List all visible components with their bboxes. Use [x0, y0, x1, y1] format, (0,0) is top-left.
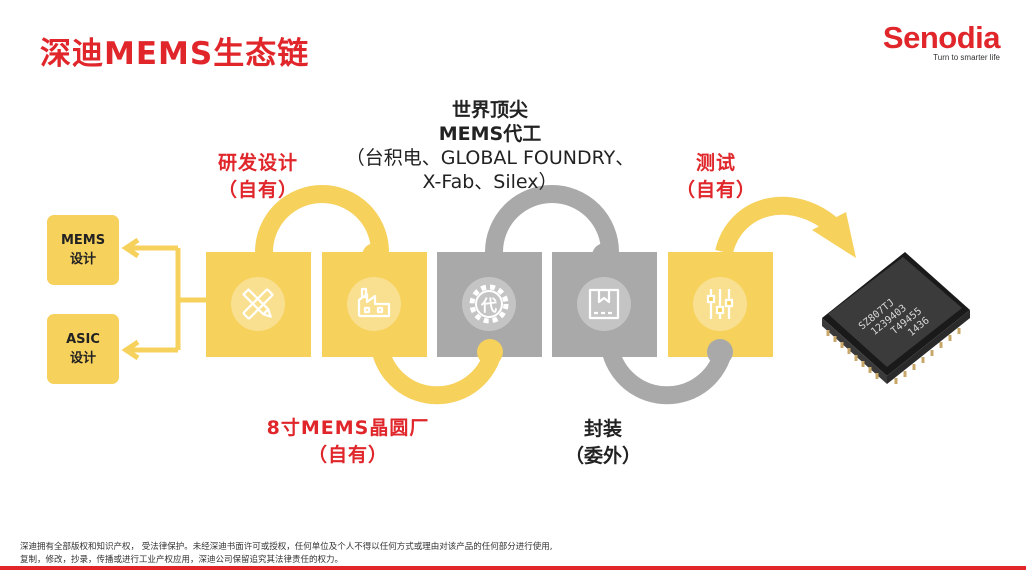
factory-icon [347, 277, 401, 331]
label-foundry-line1: 世界顶尖 [451, 99, 528, 121]
label-fab: 8寸MEMS晶圆厂 （自有） [238, 415, 458, 469]
daigong-icon-text: 代 [480, 296, 497, 315]
label-foundry-line2: MEMS代工 [438, 123, 542, 145]
label-foundry: 世界顶尖 MEMS代工 （台积电、GLOBAL FOUNDRY、 X-Fab、S… [300, 98, 680, 194]
logo-name: Senodia [882, 20, 1001, 55]
arc-fab-to-foundry [371, 346, 503, 405]
copyright-notice: 深迪拥有全部版权和知识产权， 受法律保护。未经深迪书面许可或授权，任何单位及个人… [20, 541, 552, 567]
label-test-line2: （自有） [675, 179, 756, 201]
label-test-line1: 测试 [695, 152, 736, 174]
package-box-icon [577, 277, 631, 331]
asic-design-box: ASIC 设计 [47, 314, 119, 384]
step-box-packaging [552, 252, 657, 357]
label-fab-line1: 8寸MEMS晶圆厂 [266, 417, 430, 439]
copyright-line2: 复制，修改，抄录，传播或进行工业产权应用，深迪公司保留追究其法律责任的权力。 [20, 555, 344, 565]
connector-dot [362, 243, 388, 269]
sliders-icon [693, 277, 747, 331]
asic-design-line2: 设计 [69, 351, 96, 366]
label-test: 测试 （自有） [656, 150, 776, 204]
arc-packaging-to-test [601, 346, 733, 405]
arc-test-to-chip [715, 196, 838, 255]
label-fab-line2: （自有） [307, 444, 388, 466]
label-foundry-line4: X-Fab、Silex） [422, 171, 558, 193]
label-packaging: 封装 （委外） [548, 416, 658, 470]
label-packaging-line2: （委外） [564, 445, 641, 467]
mems-design-line1: MEMS [60, 233, 106, 248]
label-design: 研发设计 （自有） [193, 150, 323, 204]
connector-dot [707, 339, 733, 365]
connector-dot [592, 243, 618, 269]
mems-design-box: MEMS 设计 [47, 215, 119, 285]
logo-tagline: Turn to smarter life [933, 53, 1000, 62]
asic-design-line1: ASIC [66, 332, 100, 347]
arrow-head-to-chip [812, 212, 856, 258]
arc-design-to-fab [255, 185, 389, 253]
connector-dot [477, 339, 503, 365]
bottom-accent-bar [0, 566, 1026, 570]
label-foundry-line3: （台积电、GLOBAL FOUNDRY、 [345, 147, 635, 169]
page-title: 深迪MEMS生态链 [40, 36, 310, 72]
daigong-gear-icon [462, 277, 516, 331]
arc-foundry-to-packaging [485, 185, 619, 253]
pencil-ruler-icon [231, 277, 285, 331]
label-design-line2: （自有） [217, 179, 298, 201]
senodia-logo: Senodia Turn to smarter life [882, 20, 1001, 62]
mems-chip-icon: SZ807TJ 1239403 T49455 1436 [822, 252, 970, 384]
mems-design-line2: 设计 [69, 252, 96, 267]
step-box-design [206, 252, 311, 357]
side-connector-arrows [121, 237, 206, 361]
copyright-line1: 深迪拥有全部版权和知识产权， 受法律保护。未经深迪书面许可或授权，任何单位及个人… [20, 542, 553, 552]
label-design-line1: 研发设计 [217, 152, 298, 174]
label-packaging-line1: 封装 [583, 418, 622, 440]
